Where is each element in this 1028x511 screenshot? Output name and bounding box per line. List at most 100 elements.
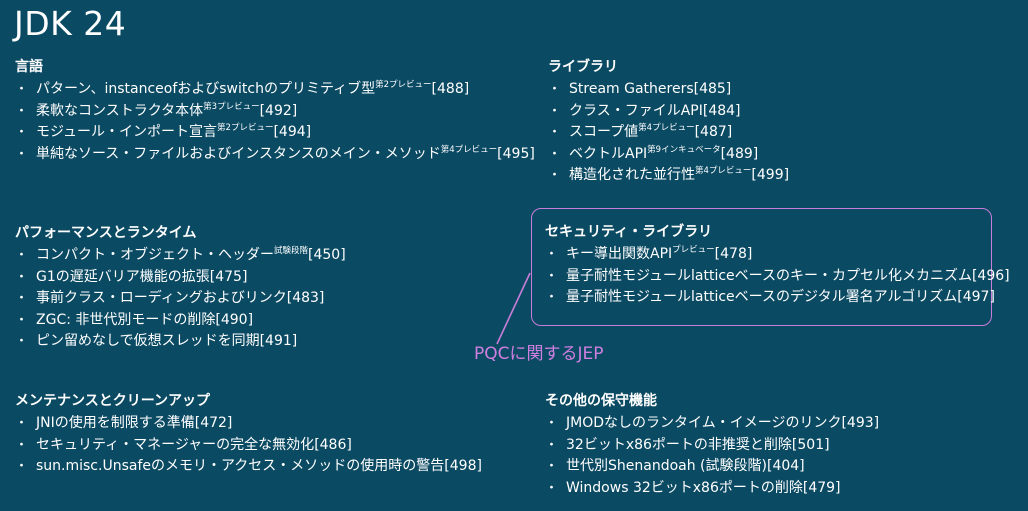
feature-title: ZGC: 非世代別モードの削除 bbox=[36, 311, 216, 328]
feature-item: ・スコープ値第4プレビュー[487] bbox=[548, 122, 1028, 144]
feature-item: ・ピン留めなしで仮想スレッドを同期[491] bbox=[15, 331, 495, 353]
jep-number: [484] bbox=[702, 102, 741, 119]
feature-item: ・コンパクト・オブジェクト・ヘッダー試験段階[450] bbox=[15, 245, 495, 267]
pqc-callout-label: PQCに関するJEP bbox=[474, 344, 604, 364]
jep-number: [479] bbox=[802, 479, 841, 496]
feature-title: モジュール・インポート宣言 bbox=[36, 124, 218, 140]
section-heading: パフォーマンスとランタイム bbox=[15, 225, 197, 241]
bullet-dot: ・ bbox=[548, 125, 562, 140]
feature-title: JMODなしのランタイム・イメージのリンク bbox=[566, 415, 842, 431]
feature-list: ・コンパクト・オブジェクト・ヘッダー試験段階[450]・G1の遅延バリア機能の拡… bbox=[15, 245, 495, 353]
jep-number: [494] bbox=[273, 124, 312, 140]
feature-title: 柔軟なコンストラクタ本体 bbox=[36, 102, 204, 119]
bullet-dot: ・ bbox=[15, 312, 29, 328]
section-heading: その他の保守機能 bbox=[545, 393, 657, 409]
jep-number: [489] bbox=[720, 145, 759, 162]
jep-number: [492] bbox=[259, 102, 298, 119]
feature-item: ・Stream Gatherers[485] bbox=[548, 79, 1028, 101]
feature-item: ・事前クラス・ローディングおよびリンク[483] bbox=[15, 288, 495, 310]
feature-status-tag: 第4プレビュー bbox=[695, 166, 752, 176]
feature-status-tag: 第4プレビュー bbox=[440, 144, 498, 155]
bullet-dot: ・ bbox=[548, 146, 562, 162]
section-heading: セキュリティ・ライブラリ bbox=[545, 224, 713, 240]
bullet-dot: ・ bbox=[545, 437, 559, 453]
feature-status-tag: 第4プレビュー bbox=[638, 123, 695, 133]
feature-item: ・クラス・ファイルAPI[484] bbox=[548, 101, 1028, 123]
section-heading: メンテナンスとクリーンアップ bbox=[15, 393, 211, 409]
feature-title: Stream Gatherers bbox=[569, 81, 694, 97]
bullet-dot: ・ bbox=[15, 248, 29, 263]
jep-number: [490] bbox=[215, 311, 254, 328]
section-security-library: セキュリティ・ライブラリ ・キー導出関数APIプレビュー[478]・量子耐性モジ… bbox=[545, 222, 1025, 309]
bullet-dot: ・ bbox=[545, 416, 559, 431]
bullet-dot: ・ bbox=[15, 291, 29, 306]
bullet-dot: ・ bbox=[548, 168, 562, 183]
jep-number: [498] bbox=[444, 458, 482, 474]
section-performance-runtime: パフォーマンスとランタイム ・コンパクト・オブジェクト・ヘッダー試験段階[450… bbox=[15, 223, 495, 353]
section-language: 言語 ・パターン、instanceofおよびswitchのプリミティブ型第2プレ… bbox=[15, 57, 535, 166]
jep-number: [497] bbox=[957, 289, 995, 305]
jep-number: [450] bbox=[308, 247, 346, 263]
jep-number: [486] bbox=[314, 436, 352, 453]
bullet-dot: ・ bbox=[545, 268, 559, 284]
bullet-dot: ・ bbox=[548, 82, 562, 97]
feature-list: ・パターン、instanceofおよびswitchのプリミティブ型第2プレビュー… bbox=[15, 79, 535, 166]
feature-status-tag: 第3プレビュー bbox=[203, 101, 260, 112]
feature-item: ・モジュール・インポート宣言第2プレビュー[494] bbox=[15, 122, 495, 144]
feature-title: G1の遅延バリア機能の拡張 bbox=[36, 268, 210, 285]
feature-title: sun.misc.Unsafeのメモリ・アクセス・メソッドの使用時の警告 bbox=[36, 458, 445, 474]
feature-title: キー導出関数API bbox=[566, 246, 673, 262]
feature-item: ・JMODなしのランタイム・イメージのリンク[493] bbox=[545, 413, 1025, 435]
page-title: JDK 24 bbox=[14, 4, 127, 43]
bullet-dot: ・ bbox=[15, 125, 29, 140]
feature-item: ・単純なソース・ファイルおよびインスタンスのメイン・メソッド第4プレビュー[49… bbox=[15, 144, 535, 166]
jep-number: [472] bbox=[194, 415, 233, 431]
jep-number: [499] bbox=[751, 167, 790, 183]
feature-item: ・パターン、instanceofおよびswitchのプリミティブ型第2プレビュー… bbox=[15, 79, 495, 101]
jep-number: [491] bbox=[259, 333, 298, 349]
feature-item: ・JNIの使用を制限する準備[472] bbox=[15, 413, 495, 435]
bullet-dot: ・ bbox=[15, 334, 29, 349]
feature-title: ピン留めなしで仮想スレッドを同期 bbox=[36, 333, 260, 349]
jep-number: [488] bbox=[431, 81, 470, 97]
feature-item: ・ G1の遅延バリア機能の拡張[475] bbox=[15, 267, 495, 289]
bullet-dot: ・ bbox=[15, 146, 29, 162]
bullet-dot: ・ bbox=[15, 103, 29, 119]
section-heading: 言語 bbox=[15, 59, 43, 75]
bullet-dot: ・ bbox=[545, 290, 559, 305]
pqc-highlight-box bbox=[531, 208, 992, 326]
bullet-dot: ・ bbox=[15, 269, 29, 285]
jep-number: [404] bbox=[766, 458, 805, 474]
feature-item: ・量子耐性モジュールlatticeベースのキー・カプセル化メカニズム[496] bbox=[545, 266, 1025, 288]
feature-title: 単純なソース・ファイルおよびインスタンスのメイン・メソッド bbox=[36, 145, 441, 162]
feature-title: 量子耐性モジュールlatticeベースのキー・カプセル化メカニズム bbox=[566, 267, 972, 284]
feature-item: ・柔軟なコンストラクタ本体第3プレビュー[492] bbox=[15, 101, 495, 123]
section-other-maintenance: その他の保守機能 ・JMODなしのランタイム・イメージのリンク[493]・32ビ… bbox=[545, 391, 1025, 499]
feature-title: JNIの使用を制限する準備 bbox=[36, 415, 195, 431]
jep-number: [495] bbox=[497, 145, 535, 162]
feature-status-tag: 第2プレビュー bbox=[375, 80, 432, 90]
feature-list: ・JNIの使用を制限する準備[472]・セキュリティ・マネージャーの完全な無効化… bbox=[15, 413, 495, 478]
feature-title: ベクトルAPI bbox=[569, 145, 648, 162]
jep-number: [478] bbox=[714, 246, 753, 262]
feature-status-tag: 第2プレビュー bbox=[217, 123, 274, 133]
bullet-dot: ・ bbox=[548, 103, 562, 119]
feature-title: 構造化された並行性 bbox=[569, 167, 695, 183]
feature-title: 事前クラス・ローディングおよびリンク bbox=[36, 290, 287, 306]
feature-title: スコープ値 bbox=[569, 124, 639, 140]
jep-number: [483] bbox=[286, 290, 325, 306]
feature-item: ・Windows 32ビットx86ポートの削除[479] bbox=[545, 478, 1025, 500]
feature-status-tag: 第9インキュベータ bbox=[647, 144, 721, 155]
feature-list: ・キー導出関数APIプレビュー[478]・量子耐性モジュールlatticeベース… bbox=[545, 244, 1025, 309]
feature-list: ・Stream Gatherers[485]・クラス・ファイルAPI[484]・… bbox=[548, 79, 1028, 187]
bullet-dot: ・ bbox=[15, 437, 29, 453]
section-library: ライブラリ ・Stream Gatherers[485]・クラス・ファイルAPI… bbox=[548, 57, 1028, 187]
feature-title: パターン、instanceofおよびswitchのプリミティブ型 bbox=[36, 81, 376, 97]
jep-number: [475] bbox=[209, 268, 248, 285]
bullet-dot: ・ bbox=[15, 82, 29, 97]
feature-item: ・セキュリティ・マネージャーの完全な無効化[486] bbox=[15, 435, 495, 457]
feature-title: 量子耐性モジュールlatticeベースのデジタル署名アルゴリズム bbox=[566, 289, 958, 305]
feature-title: セキュリティ・マネージャーの完全な無効化 bbox=[36, 436, 315, 453]
jep-number: [487] bbox=[694, 124, 733, 140]
feature-item: ・キー導出関数APIプレビュー[478] bbox=[545, 244, 1025, 266]
